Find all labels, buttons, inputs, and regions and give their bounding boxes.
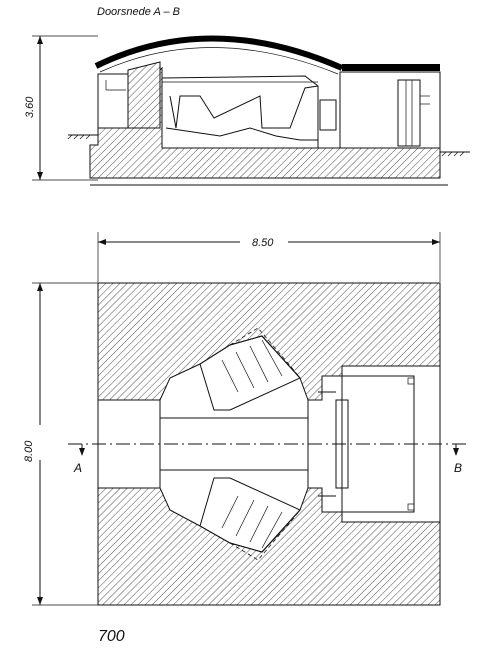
plan-right-room	[341, 375, 415, 513]
width-dimension: 8.50	[97, 232, 441, 282]
hall-ceiling	[161, 75, 319, 148]
cut-line-ab: A B	[68, 443, 470, 475]
page-number: 700	[98, 628, 125, 645]
section-left-wall	[127, 61, 161, 129]
depth-dimension: 8.00	[23, 282, 98, 606]
section-earth-mass	[89, 66, 441, 179]
plan-column-bottom	[407, 503, 415, 511]
right-door	[397, 79, 421, 147]
cut-label-b: B	[454, 461, 462, 475]
hall-profile	[169, 85, 319, 129]
width-dim-label: 8.50	[252, 237, 274, 249]
hall-niche	[319, 99, 337, 131]
height-dim-label: 3.60	[24, 96, 36, 118]
hall-floor	[165, 127, 318, 141]
ground-hatch-left	[67, 134, 91, 140]
section-title: Doorsnede A – B	[97, 6, 180, 18]
flat-roof	[342, 64, 440, 71]
dome-roof-inner	[99, 47, 339, 75]
left-room	[97, 73, 129, 129]
height-dimension: 3.60	[24, 35, 98, 181]
ground-hatch-right	[441, 151, 465, 157]
dome-roof	[94, 35, 344, 71]
plan-column-top	[407, 377, 415, 385]
cut-label-a: A	[73, 461, 82, 475]
section-view: Doorsnede A – B 3.60	[24, 6, 470, 186]
upper-stair	[199, 327, 301, 411]
plan-view: 8.50 8.00	[23, 232, 470, 606]
lower-stair	[199, 477, 301, 561]
right-room	[339, 71, 441, 149]
depth-dim-label: 8.00	[23, 440, 35, 462]
